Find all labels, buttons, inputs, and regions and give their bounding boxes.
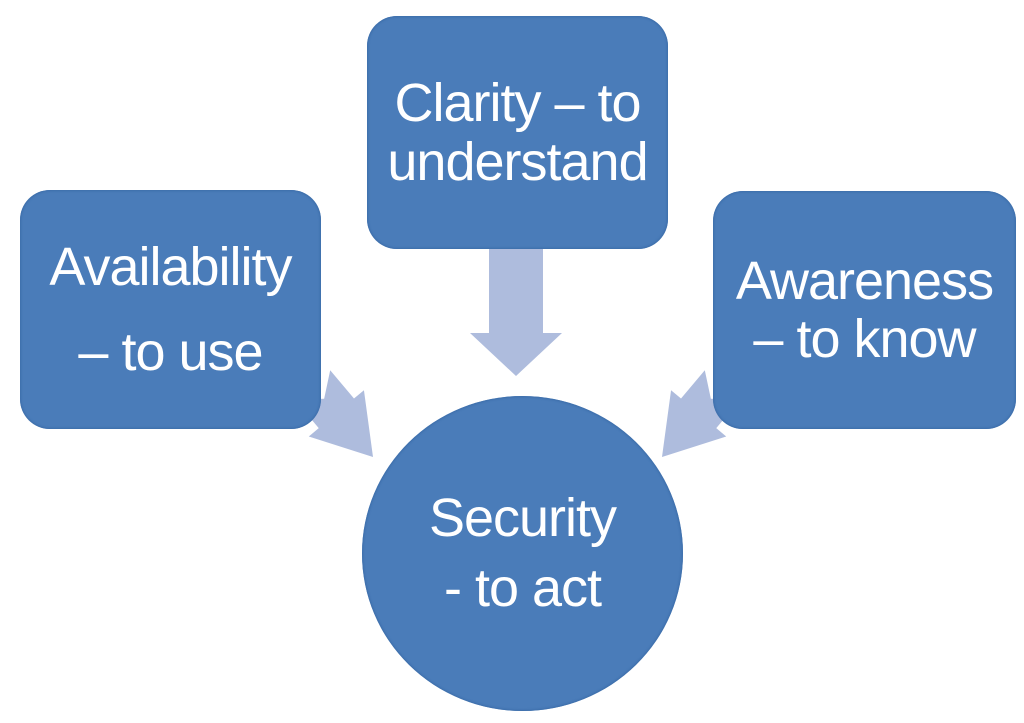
clarity-box-line2: understand — [387, 131, 648, 192]
down-arrow — [470, 246, 562, 376]
down-left-arrow — [662, 370, 741, 457]
down-right-arrow — [294, 370, 373, 457]
awareness-box: Awareness – to know — [713, 191, 1016, 429]
awareness-box-line1: Awareness — [735, 250, 994, 311]
availability-box-line1: Availability — [49, 237, 292, 298]
availability-box: Availability – to use — [20, 190, 321, 429]
security-circle: Security - to act — [362, 396, 683, 711]
security-circle-line2: - to act — [443, 557, 602, 618]
clarity-box-line1: Clarity – to — [394, 73, 641, 134]
security-circle-line1: Security — [428, 488, 617, 549]
clarity-box: Clarity – to understand — [367, 16, 668, 249]
availability-box-line2: – to use — [78, 321, 263, 382]
awareness-box-line2: – to know — [753, 309, 976, 369]
